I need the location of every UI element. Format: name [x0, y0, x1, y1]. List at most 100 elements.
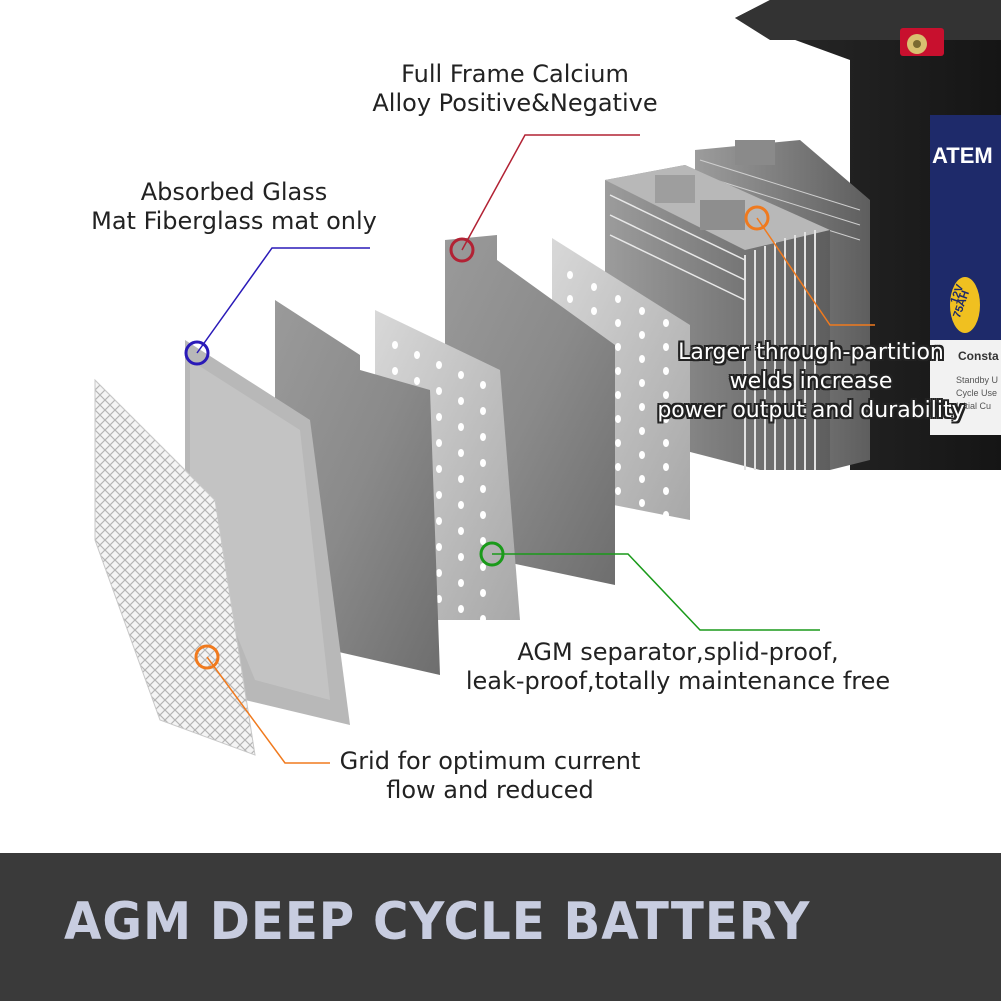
capacity-badge — [950, 277, 980, 333]
perforation-hole — [663, 343, 669, 351]
frame-marker-icon — [449, 237, 475, 263]
glass-mat-marker-icon — [184, 340, 210, 366]
perforation-hole — [663, 319, 669, 327]
perforation-hole — [639, 499, 645, 507]
perforation-hole — [663, 391, 669, 399]
grid-callout-line2: flow and reduced — [386, 776, 594, 804]
perforation-hole — [615, 319, 621, 327]
perforation-hole — [480, 589, 486, 597]
perforation-hole — [436, 439, 442, 447]
separator-callout-line2: leak-proof,totally maintenance free — [465, 667, 891, 695]
frame-callout-line1: Full Frame Calcium — [401, 60, 629, 88]
perforation-hole — [480, 511, 486, 519]
perforation-hole — [615, 463, 621, 471]
perforation-hole — [480, 459, 486, 467]
perforation-hole — [458, 527, 464, 535]
callout-frame-line — [449, 134, 640, 263]
perforation-hole — [639, 475, 645, 483]
weld-connector-rear — [655, 175, 695, 203]
title-banner — [0, 853, 1001, 1001]
frame-callout-label: Full Frame Calcium Alloy Positive&Negati… — [370, 60, 660, 118]
callout-grid-line — [194, 644, 330, 764]
perforation-hole — [480, 407, 486, 415]
perforation-hole — [639, 451, 645, 459]
perforation-hole — [436, 361, 442, 369]
perforation-hole — [480, 615, 486, 623]
perforation-hole — [615, 343, 621, 351]
spec-line1: Standby U — [956, 375, 998, 385]
perforation-hole — [639, 427, 645, 435]
perforation-hole — [663, 415, 669, 423]
perforation-hole — [458, 553, 464, 561]
perforation-hole — [639, 403, 645, 411]
perforation-hole — [436, 595, 442, 603]
weld-connector — [700, 200, 745, 230]
perforation-hole — [480, 433, 486, 441]
welds-marker-icon — [744, 205, 770, 231]
perforation-hole — [392, 367, 398, 375]
perforation-hole — [458, 501, 464, 509]
welds-callout-label: Larger through-partition welds increase … — [638, 338, 984, 425]
perforation-hole — [458, 449, 464, 457]
perforation-hole — [436, 387, 442, 395]
perforation-hole — [567, 271, 573, 279]
perforation-hole — [436, 413, 442, 421]
separator-callout-label: AGM separator,splid-proof, leak-proof,to… — [458, 638, 898, 696]
brand-name: ATEM — [932, 143, 993, 168]
perforation-hole — [480, 381, 486, 389]
glass-mat-callout-line1: Absorbed Glass — [140, 178, 328, 206]
perforation-hole — [663, 367, 669, 375]
perforation-hole — [414, 351, 420, 359]
perforation-hole — [663, 511, 669, 519]
perforation-hole — [480, 537, 486, 545]
perforation-hole — [567, 295, 573, 303]
perforation-hole — [436, 491, 442, 499]
perforation-hole — [414, 377, 420, 385]
frame-callout-line2: Alloy Positive&Negative — [372, 89, 658, 117]
perforation-hole — [663, 463, 669, 471]
perforation-hole — [663, 487, 669, 495]
perforation-hole — [458, 605, 464, 613]
perforation-hole — [591, 307, 597, 315]
spec-line3: Initial Cu — [956, 401, 991, 411]
perforation-hole — [591, 283, 597, 291]
spec-line2: Cycle Use — [956, 388, 997, 398]
perforation-hole — [615, 367, 621, 375]
perforation-hole — [615, 391, 621, 399]
glass-mat-callout-line2: Mat Fiberglass mat only — [91, 207, 377, 235]
perforation-hole — [615, 487, 621, 495]
perforation-hole — [480, 485, 486, 493]
perforation-hole — [436, 517, 442, 525]
welds-callout-line3: power output and durability — [657, 398, 965, 423]
perforation-hole — [639, 379, 645, 387]
perforation-hole — [458, 475, 464, 483]
separator-callout-line1: AGM separator,splid-proof, — [517, 638, 839, 666]
banner-title: AGM DEEP CYCLE BATTERY — [64, 892, 811, 952]
perforation-hole — [436, 543, 442, 551]
separator-marker-icon — [479, 541, 505, 567]
grid-marker-icon — [194, 644, 220, 670]
welds-callout-line1: Larger through-partition — [678, 340, 944, 365]
perforation-hole — [615, 415, 621, 423]
perforation-hole — [392, 341, 398, 349]
callout-welds-line — [744, 205, 875, 326]
perforation-hole — [639, 355, 645, 363]
callout-separator-line — [479, 541, 820, 631]
perforation-hole — [615, 295, 621, 303]
perforation-hole — [458, 371, 464, 379]
grid-callout-label: Grid for optimum current flow and reduce… — [330, 747, 650, 805]
grid-callout-line1: Grid for optimum current — [339, 747, 641, 775]
perforation-hole — [458, 579, 464, 587]
perforation-hole — [458, 423, 464, 431]
perforation-hole — [436, 465, 442, 473]
perforation-hole — [663, 439, 669, 447]
perforation-hole — [615, 439, 621, 447]
callout-glass-mat-line — [184, 247, 370, 366]
perforation-hole — [458, 397, 464, 405]
perforation-hole — [639, 331, 645, 339]
perforation-hole — [480, 563, 486, 571]
welds-callout-line2: welds increase — [729, 369, 893, 394]
perforation-hole — [436, 569, 442, 577]
perforation-hole — [639, 307, 645, 315]
